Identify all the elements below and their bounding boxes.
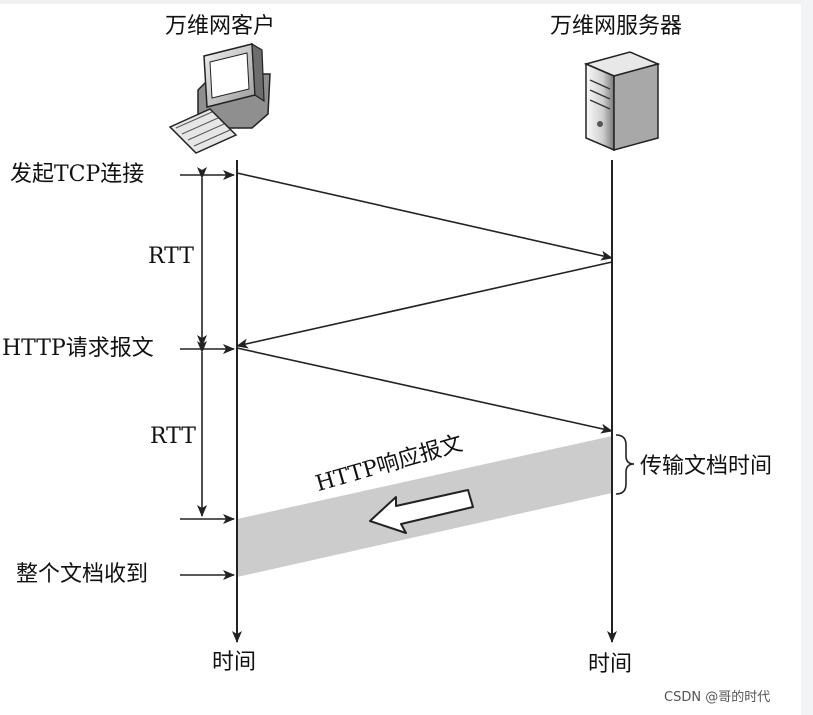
http-request-arrow [236, 347, 613, 434]
server-title: 万维网服务器 [550, 14, 683, 39]
top-edge [0, 0, 813, 4]
server-time-axis-label: 时间 [588, 652, 633, 677]
document-received-label: 整个文档收到 [16, 562, 149, 587]
transfer-time-label: 传输文档时间 [640, 454, 773, 479]
hollow-arrow-icon [369, 489, 474, 534]
rtt2-label: RTT [150, 424, 196, 449]
http-request-label: HTTP请求报文 [2, 336, 154, 361]
client-time-axis-label: 时间 [212, 650, 257, 675]
transfer-time-brace [615, 434, 635, 495]
server-tower-icon [583, 51, 661, 152]
rtt1-label: RTT [148, 244, 194, 269]
tcp-syn-arrow [236, 172, 613, 261]
tcp-ack-arrow [236, 261, 613, 349]
client-title: 万维网客户 [165, 14, 276, 39]
tcp-connect-label: 发起TCP连接 [10, 162, 145, 187]
right-edge [801, 0, 813, 715]
watermark: CSDN @哥的时代 [664, 690, 771, 705]
desktop-computer-icon [168, 42, 271, 154]
